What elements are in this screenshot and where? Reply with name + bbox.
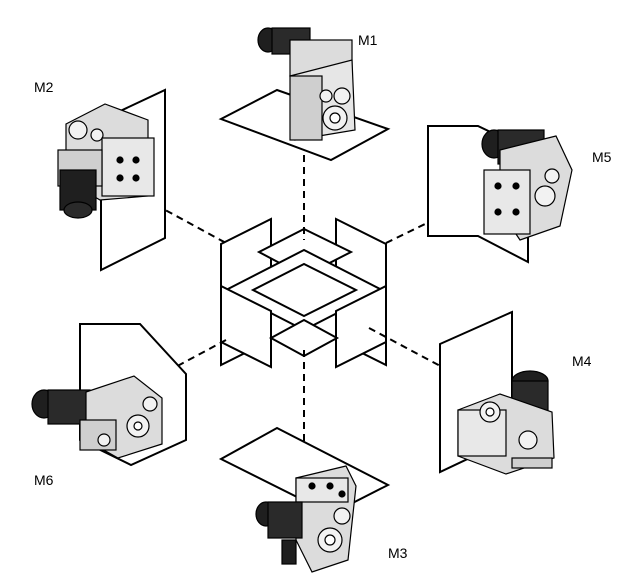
connector-m6	[154, 339, 227, 379]
gear-motor-m5	[481, 129, 573, 241]
label-m4: M4	[572, 353, 592, 369]
position-m1	[218, 27, 391, 162]
label-m6: M6	[34, 472, 54, 488]
label-m3: M3	[388, 545, 408, 561]
label-m1: M1	[358, 32, 378, 48]
gear-motor-m3	[255, 465, 357, 573]
label-m2: M2	[34, 79, 54, 95]
position-m3: M3	[218, 426, 408, 573]
position-m6: M6	[31, 323, 187, 488]
gear-motor-m2	[57, 103, 155, 219]
gear-motor-m4	[457, 370, 555, 475]
label-m5: M5	[592, 149, 612, 165]
position-m4: M4	[439, 310, 592, 475]
connector-m4	[368, 327, 445, 369]
position-m5: M5	[427, 125, 612, 264]
connector-m5	[385, 205, 463, 244]
gear-motor-m6	[31, 375, 163, 459]
gear-motor-m1	[257, 27, 356, 141]
central-cube	[220, 217, 387, 369]
position-m2: M2	[34, 79, 166, 272]
